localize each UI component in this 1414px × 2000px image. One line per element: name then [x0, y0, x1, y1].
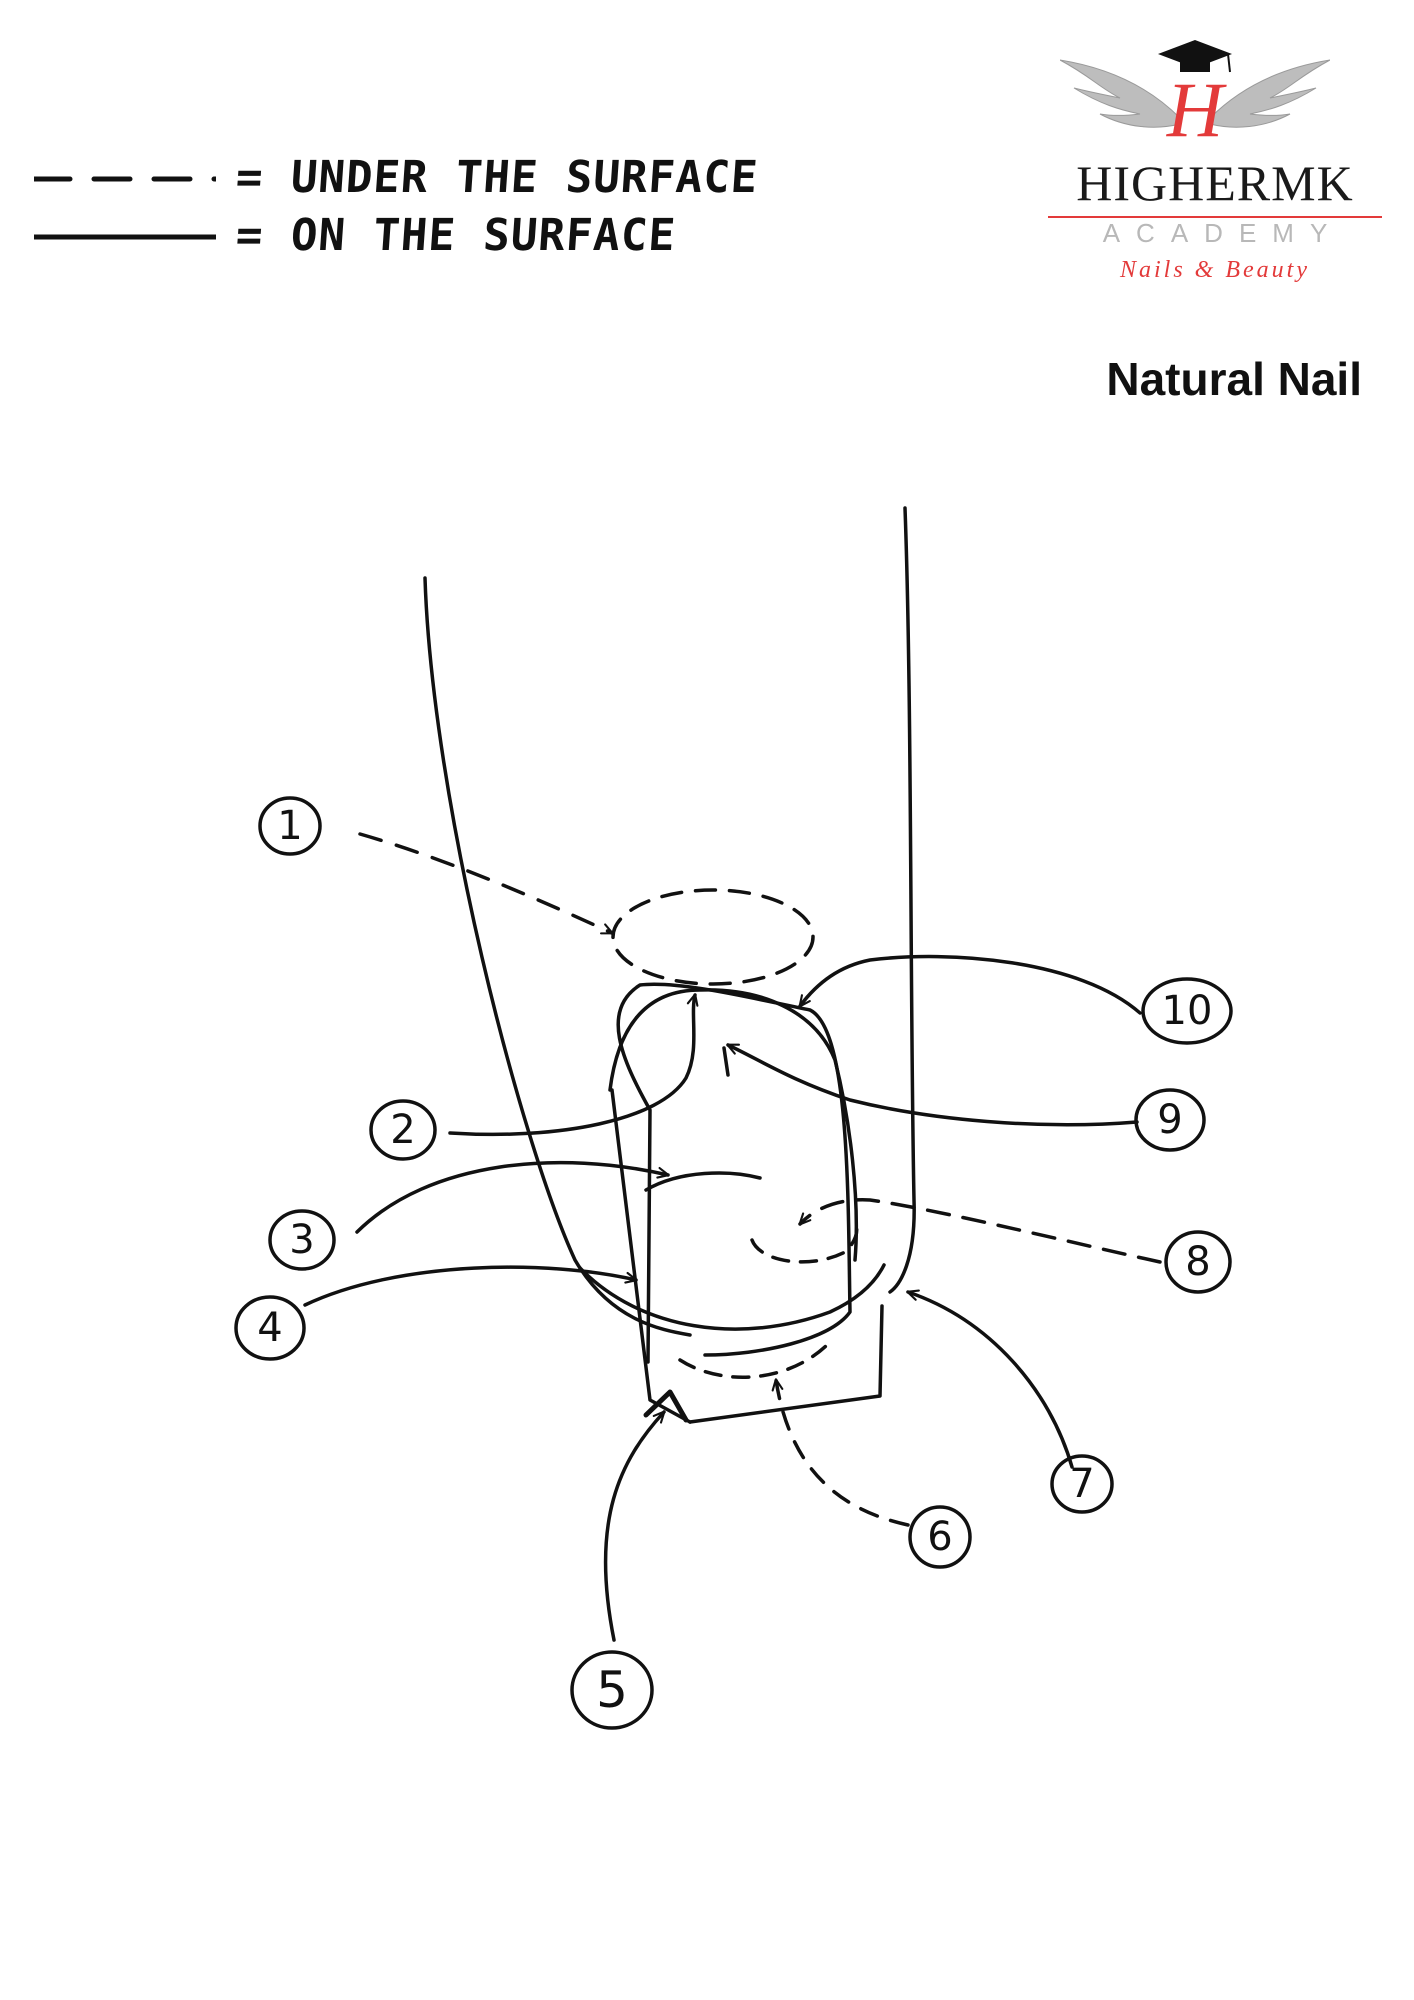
wings-icon: [1060, 59, 1330, 128]
callout-circle-4: [234, 1295, 306, 1361]
free-edge: [608, 988, 859, 1262]
callout-circle-3: [268, 1209, 336, 1271]
leader-5: [603, 1410, 666, 1642]
legend: = UNDER THE SURFACE = ON THE SURFACE: [30, 150, 790, 290]
lunula-dashed: [750, 1218, 859, 1264]
monogram-mark: H: [1166, 66, 1227, 153]
leader-10: [798, 954, 1142, 1015]
logo-monogram: H: [1166, 66, 1227, 153]
finger-outline-left: [423, 576, 692, 1337]
legend-row-on-surface: = ON THE SURFACE: [30, 208, 790, 268]
solid-line-icon: [34, 234, 216, 240]
callout-9: 9: [1157, 1097, 1182, 1143]
callout-circle-5: [570, 1650, 654, 1730]
callout-1: 1: [277, 803, 302, 849]
leader-1: [358, 832, 614, 935]
leader-7: [906, 1289, 1074, 1469]
logo-divider: [1048, 216, 1382, 218]
leader-4: [303, 1265, 638, 1307]
callout-7: 7: [1069, 1461, 1094, 1507]
nail-base-bottom: [688, 1304, 884, 1424]
logo-sub: ACADEMY: [1102, 218, 1344, 248]
nail-bed-line: [644, 1171, 762, 1192]
lunula-cuticle-line: [578, 1263, 886, 1331]
callout-circle-1: [258, 796, 322, 856]
leader-3: [355, 1160, 670, 1234]
dashed-line-icon: [34, 176, 216, 182]
finger-outline-right: [888, 506, 916, 1294]
callout-circle-8: [1164, 1230, 1232, 1294]
nail-plate: [616, 982, 852, 1364]
callout-circle-7: [1050, 1454, 1114, 1514]
page-title: Natural Nail: [1106, 353, 1362, 405]
matrix-ellipse: [611, 888, 815, 986]
callout-4: 4: [257, 1305, 282, 1351]
leader-8: [798, 1198, 1162, 1264]
logo: H HIGHERMK ACADEMY Nails & Beauty: [1040, 38, 1390, 282]
nail-base-left-side: [610, 1088, 692, 1424]
callout-10: 10: [1162, 988, 1213, 1034]
callout-2: 2: [390, 1107, 415, 1153]
hyponychium-dashed: [678, 1338, 834, 1379]
cuticle-mark: [643, 1389, 689, 1423]
callout-3: 3: [289, 1217, 314, 1263]
leader-2: [448, 993, 699, 1137]
legend-row-under-surface: = UNDER THE SURFACE: [30, 150, 790, 210]
callout-circle-6: [908, 1505, 972, 1569]
logo-tagline: Nails & Beauty: [1120, 257, 1310, 283]
callout-5: 5: [596, 1661, 628, 1719]
nail-tip-line: [722, 1046, 730, 1077]
logo-name: HIGHERMK: [1076, 155, 1354, 211]
callout-6: 6: [927, 1514, 952, 1560]
callout-circle-9: [1134, 1088, 1206, 1152]
callout-circle-10: [1141, 977, 1233, 1045]
leader-6: [771, 1378, 910, 1527]
callout-8: 8: [1185, 1239, 1210, 1285]
leader-9: [726, 1043, 1139, 1127]
graduation-cap-icon: [1158, 40, 1232, 73]
callout-circle-2: [369, 1099, 437, 1161]
